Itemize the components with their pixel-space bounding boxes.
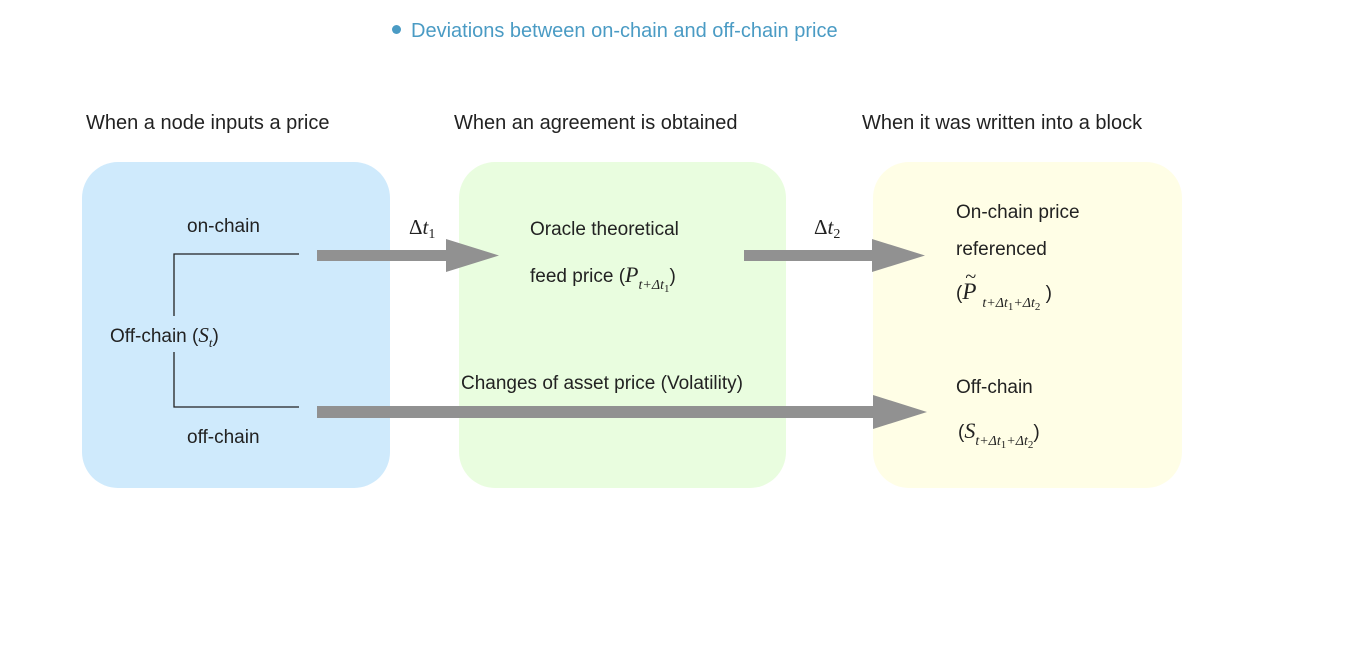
- stage-label-block: When it was written into a block: [862, 112, 1143, 134]
- stage-label-agreement: When an agreement is obtained: [454, 112, 738, 134]
- on-chain-price-line2: referenced: [956, 239, 1047, 260]
- oracle-line1: Oracle theoretical: [530, 219, 679, 240]
- agreement-box: [459, 162, 786, 488]
- volatility-label: Changes of asset price (Volatility): [461, 373, 743, 394]
- delta-t2-label: Δt2: [814, 215, 841, 242]
- bracket-upper-line: [173, 253, 299, 316]
- diagram-title: Deviations between on-chain and off-chai…: [392, 20, 838, 43]
- bullet-icon: [392, 25, 401, 35]
- bracket-lower-line: [173, 352, 299, 408]
- off-chain-final-symbol: (St+Δt1+Δt2): [958, 418, 1040, 451]
- on-chain-price-line1: On-chain price: [956, 202, 1080, 223]
- node-input-box: [82, 162, 390, 488]
- arrow-delta-t2: [744, 239, 925, 272]
- block-box: [873, 162, 1182, 488]
- off-chain-node-label: Off-chain (St): [110, 323, 219, 350]
- diagram-title-text: Deviations between on-chain and off-chai…: [411, 20, 838, 42]
- off-chain-final-label: Off-chain: [956, 377, 1033, 398]
- stage-label-input: When a node inputs a price: [86, 112, 330, 134]
- off-chain-bottom-label: off-chain: [187, 427, 260, 448]
- arrow-volatility: [317, 395, 927, 429]
- oracle-feed-price: feed price (Pt+Δt1): [530, 262, 676, 295]
- arrow-delta-t1: [317, 239, 499, 272]
- on-chain-label: on-chain: [187, 216, 260, 237]
- delta-t1-label: Δt1: [409, 215, 436, 242]
